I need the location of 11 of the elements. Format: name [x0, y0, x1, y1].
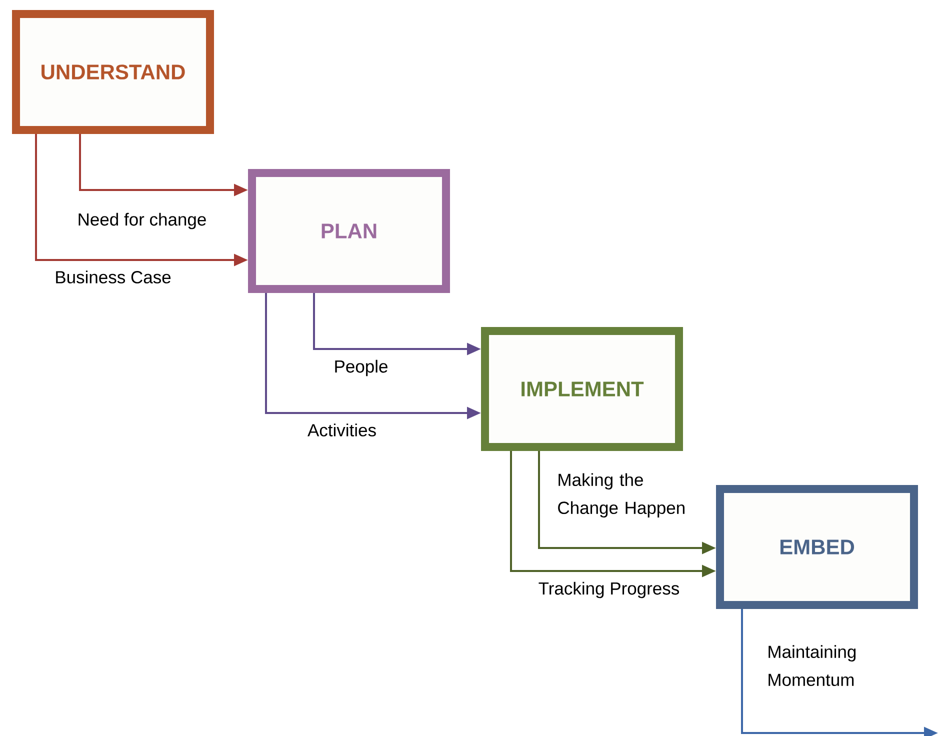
edge-label: Maintaining Momentum — [768, 645, 856, 686]
edge-label: Activities — [308, 424, 376, 436]
stage-box: EMBED — [716, 485, 918, 609]
edge-label: Making the Change Happen — [558, 473, 684, 518]
edge-label: Business Case — [56, 270, 171, 284]
stage-box: UNDERSTAND — [12, 10, 214, 134]
edge-label: Need for change — [78, 212, 206, 230]
stage-box: IMPLEMENT — [481, 327, 683, 451]
edge-label: Tracking Progress — [538, 582, 680, 598]
edge-label: People — [335, 360, 388, 376]
stage-box: PLAN — [248, 169, 450, 293]
